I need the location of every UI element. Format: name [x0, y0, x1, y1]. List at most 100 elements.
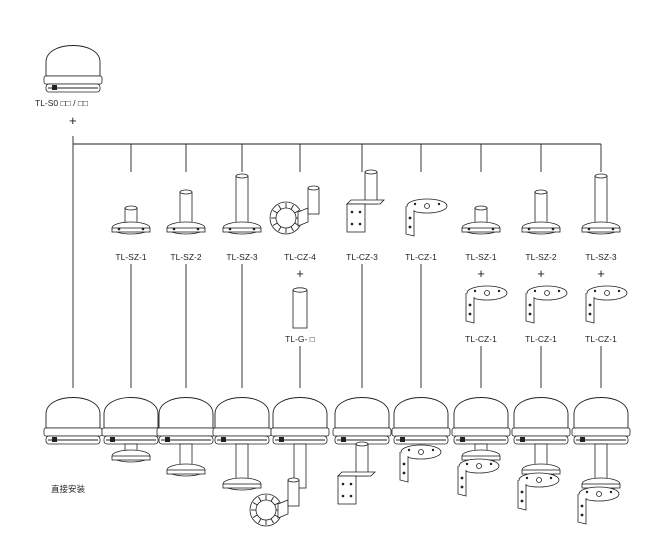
cz3-hole: [349, 494, 353, 498]
part-label: TL-CZ-1: [405, 252, 437, 262]
assembled-lamp: [332, 397, 392, 505]
bracket-arm: [465, 293, 475, 324]
signal-lamp: [571, 397, 631, 445]
l-bracket: [585, 285, 628, 324]
cz4-clamp-tooth: [294, 210, 300, 214]
bracket-arm: [405, 206, 415, 237]
bracket-hole: [520, 490, 524, 494]
flange-pole: [521, 189, 561, 235]
cz3-hole: [349, 482, 353, 486]
l-bracket: [399, 444, 442, 483]
cz3-hole: [358, 210, 362, 214]
pole-top: [124, 205, 138, 211]
cz3-hole: [358, 222, 362, 226]
cz4-clamp-tooth: [252, 514, 258, 518]
cz4-clamp-inner: [275, 207, 297, 229]
top-lamp-model-label: TL-S0 □□ / □□: [35, 98, 88, 108]
bracket-arm: [517, 480, 527, 511]
lamp-dome: [334, 397, 390, 429]
pole-top: [474, 205, 488, 211]
bracket-center-hole: [544, 290, 550, 296]
lamp-terminal-mark: [279, 437, 284, 442]
extra-part-label: TL-CZ-1: [465, 334, 497, 344]
lamp-base-ring: [391, 427, 451, 437]
signal-lamp: [332, 397, 392, 445]
lamp-dome: [45, 397, 101, 429]
lamp-terminal-mark: [341, 437, 346, 442]
pole-top: [594, 173, 608, 179]
cz3-plate: [337, 471, 376, 477]
l-bracket: [517, 472, 560, 511]
bracket-hole: [460, 476, 464, 480]
plus-sign: +: [477, 266, 485, 281]
signal-lamp: [212, 397, 272, 445]
cz4-clamp-tooth: [258, 518, 262, 524]
bracket-hole: [580, 513, 584, 517]
plus-sign: +: [296, 266, 304, 281]
lamp-base-ring: [451, 427, 511, 437]
bracket-hole: [437, 202, 441, 206]
lamp-base-ring: [43, 427, 103, 437]
part-column: TL-SZ-1+TL-CZ-1: [461, 205, 508, 344]
lamp-terminal-mark: [221, 437, 226, 442]
bracket-hole: [525, 476, 529, 480]
cz3-plate: [346, 199, 385, 205]
extra-part-label: TL-G- □: [285, 334, 315, 344]
cz4-socket: [287, 479, 300, 507]
part-column: TL-SZ-3+TL-CZ-1: [581, 173, 628, 344]
top-plus-sign: +: [69, 113, 77, 128]
cz4-clamp-tooth: [272, 222, 278, 226]
part-label: TL-SZ-2: [170, 252, 201, 262]
part-column: TL-CZ-4+TL-G- □: [269, 185, 320, 344]
lamp-terminal-mark: [580, 437, 585, 442]
cz4-socket-top: [287, 477, 300, 483]
bracket-hole: [549, 476, 553, 480]
plus-sign: +: [597, 266, 605, 281]
lamp-terminal-mark: [52, 437, 57, 442]
bracket-hole: [520, 499, 524, 503]
cz4-clamp-tooth: [270, 496, 274, 502]
bracket-hole: [408, 216, 412, 220]
bracket-hole: [528, 303, 532, 307]
lamp-base-ring: [43, 75, 103, 85]
pipe-body: [292, 289, 308, 329]
bracket-hole: [585, 490, 589, 494]
bracket-arm: [577, 494, 587, 525]
assembled-lamp: [391, 397, 451, 483]
cz4-socket-top: [307, 185, 320, 191]
assembled-lamp: [571, 397, 631, 525]
flange-hole: [172, 227, 176, 231]
pole-flange-edge: [461, 227, 501, 233]
bracket-hole: [533, 289, 537, 293]
pole-tube: [179, 191, 193, 227]
lamp-base-ring: [101, 427, 161, 437]
lamp-dome: [393, 397, 449, 429]
lamp-base-ring: [571, 427, 631, 437]
part-column: TL-CZ-1: [405, 198, 448, 262]
part-column: TL-CZ-3: [346, 169, 385, 262]
bracket-hole: [468, 303, 472, 307]
l-bracket: [465, 285, 508, 324]
pipe-part: [292, 287, 308, 329]
flange-hole: [527, 227, 531, 231]
part-column: TL-SZ-1: [111, 205, 151, 262]
assembled-lamp: [156, 397, 216, 477]
lamp-dome: [103, 397, 159, 429]
flange-hole: [196, 227, 200, 231]
lamp-dome: [272, 397, 328, 429]
bracket-center-hole: [418, 449, 424, 455]
part-label: TL-SZ-2: [525, 252, 556, 262]
flange-hole: [467, 227, 471, 231]
pole-flange-edge: [166, 227, 206, 233]
lamp-base-ring: [156, 427, 216, 437]
bracket-hole: [413, 202, 417, 206]
lamp-terminal-mark: [400, 437, 405, 442]
lamp-terminal-mark: [110, 437, 115, 442]
pole-tube: [235, 175, 249, 227]
clamp-bracket: [249, 477, 300, 527]
bracket-hole: [609, 490, 613, 494]
part-label: TL-SZ-3: [226, 252, 257, 262]
cz4-clamp-tooth: [252, 502, 258, 506]
pole-tube: [235, 443, 249, 483]
